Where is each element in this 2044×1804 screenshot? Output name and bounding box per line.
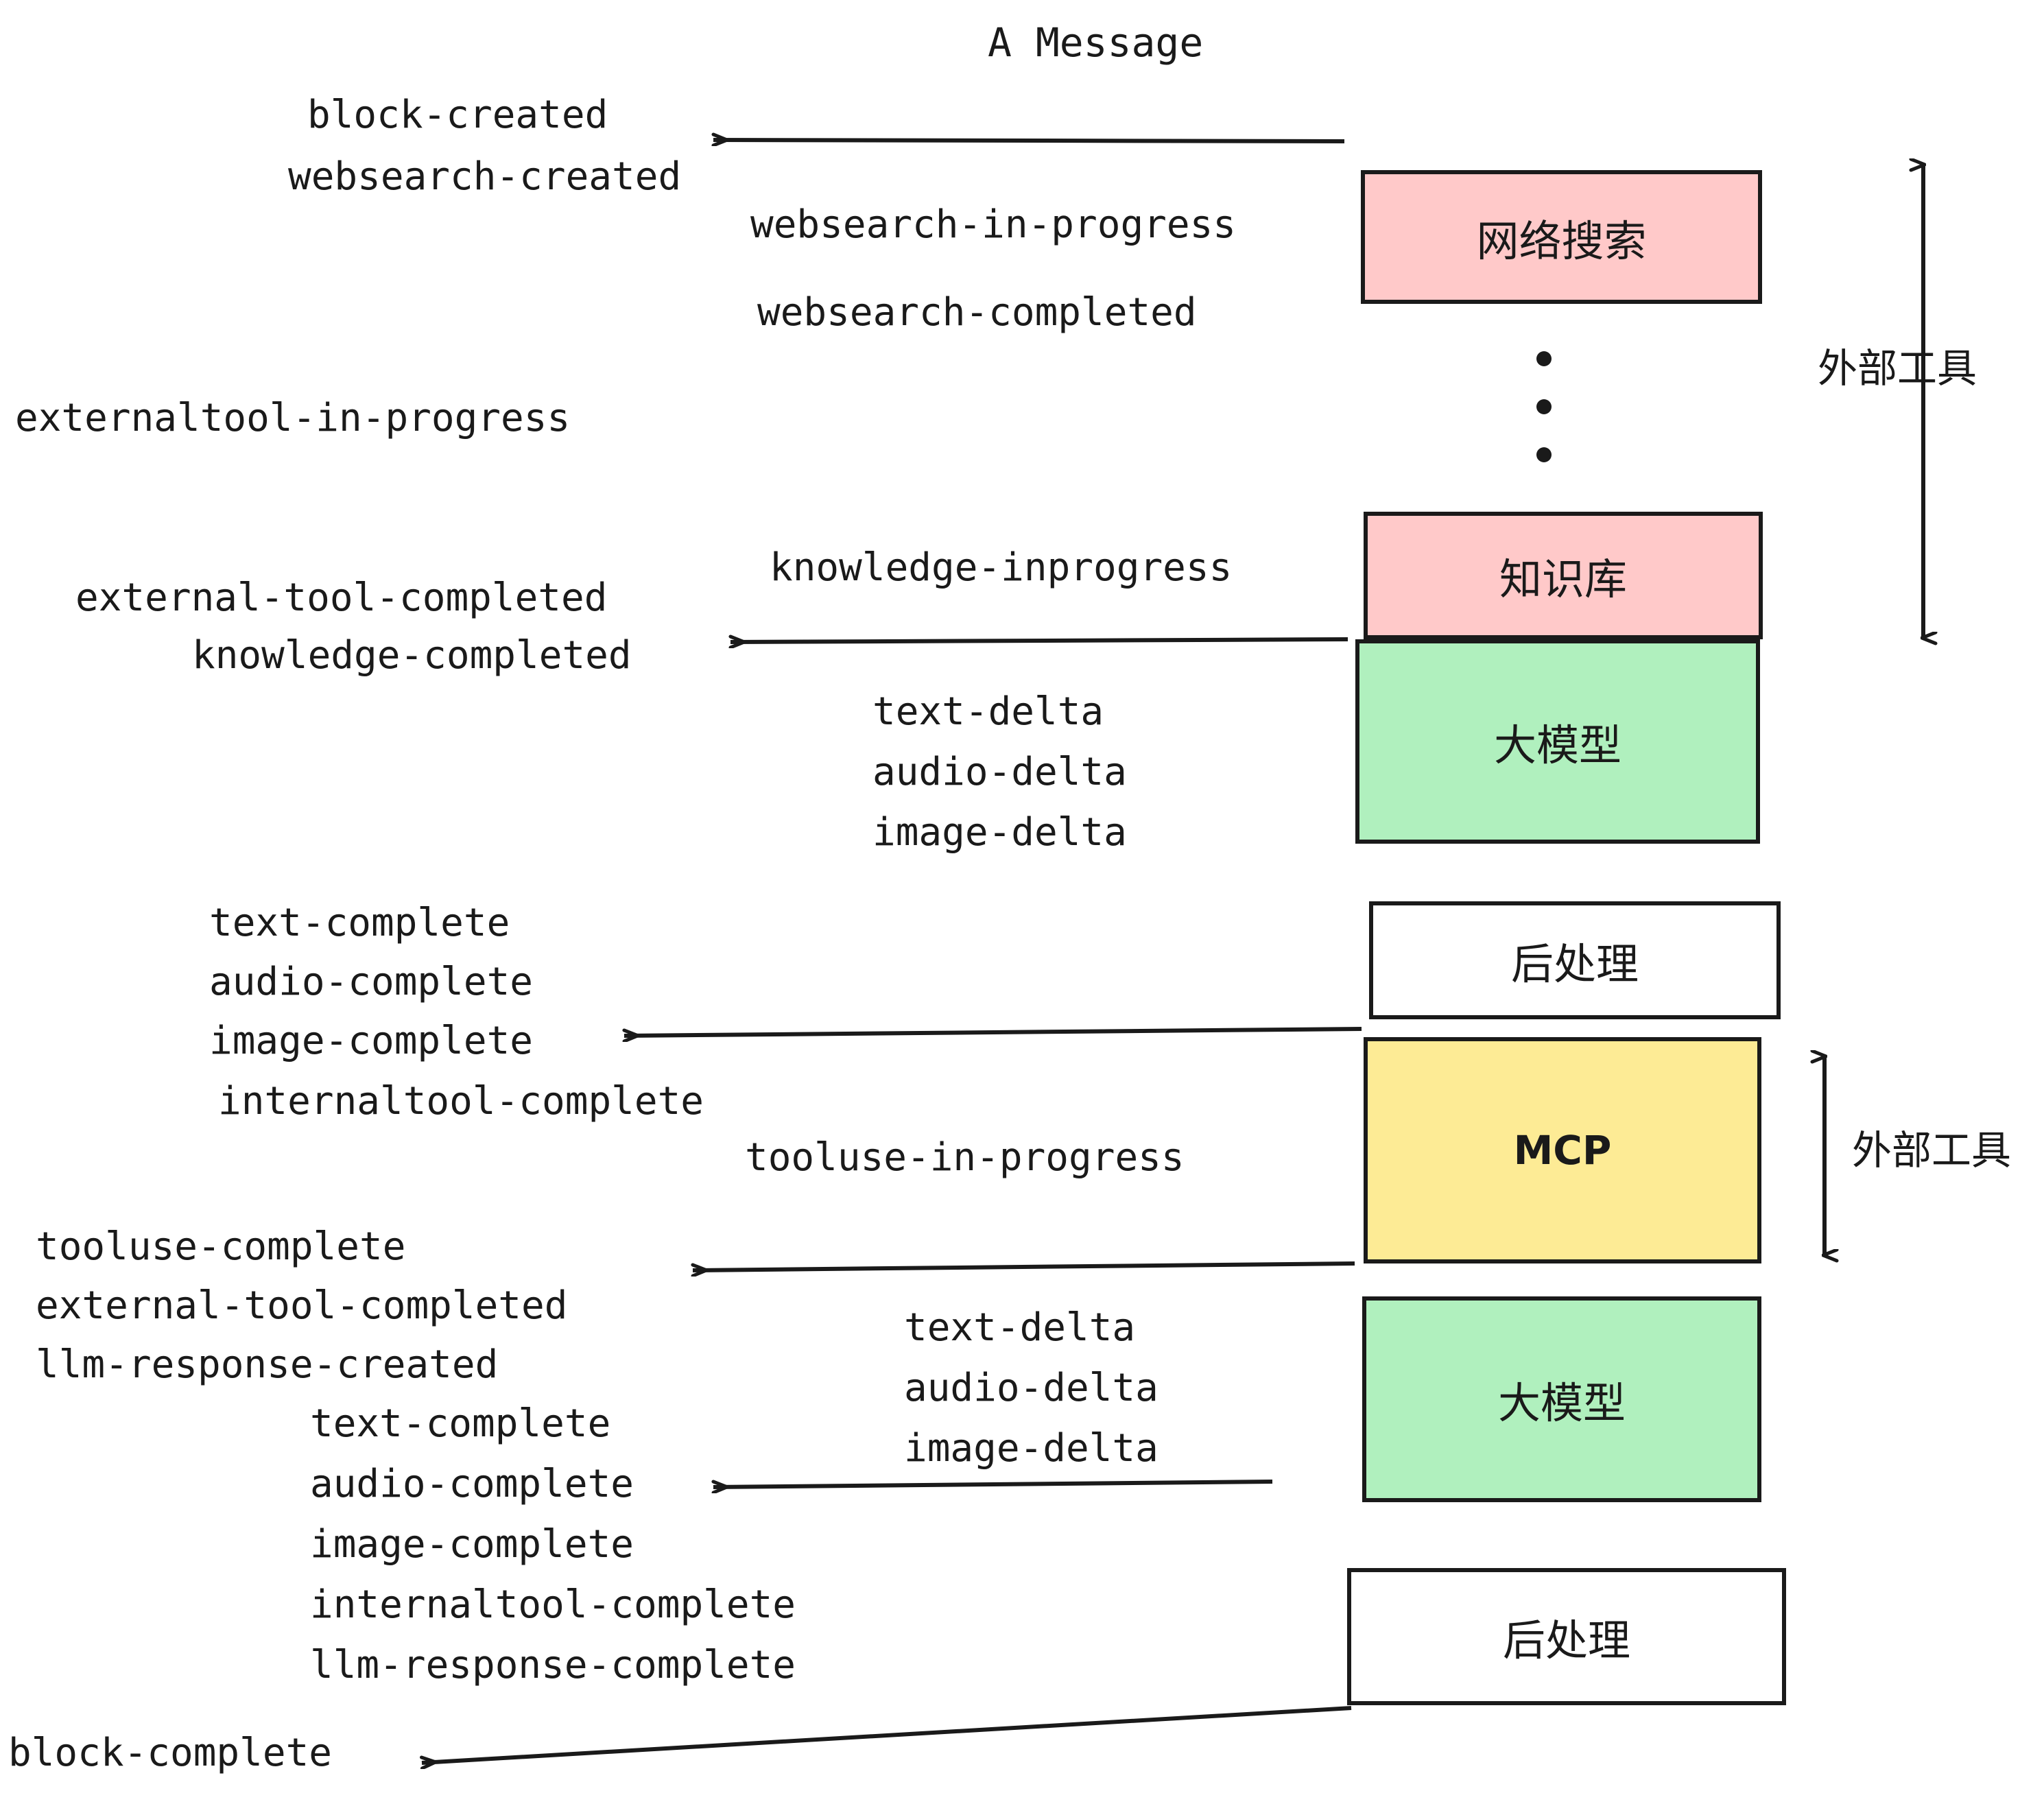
event-websearch-in-progress: websearch-in-progress (750, 202, 1237, 247)
ellipsis-dot-3 (1536, 447, 1552, 462)
event-tooluse-in-progress: tooluse-in-progress (745, 1135, 1185, 1180)
event-text-complete-1: text-complete (209, 901, 510, 945)
node-websearch[interactable]: 网络搜索 (1361, 170, 1762, 304)
event-audio-delta-1: audio-delta (872, 750, 1127, 794)
event-text-complete-2: text-complete (310, 1401, 611, 1446)
node-mcp-label: MCP (1513, 1127, 1612, 1174)
page-title: A Message (988, 19, 1204, 66)
node-postprocess-1[interactable]: 后处理 (1369, 901, 1781, 1019)
node-postprocess-2[interactable]: 后处理 (1347, 1568, 1786, 1705)
arrow-knowledge-to-knowledge-completed (730, 639, 1348, 642)
node-llm-2-label: 大模型 (1497, 1378, 1626, 1428)
event-knowledge-inprogress: knowledge-inprogress (770, 545, 1233, 590)
event-audio-delta-2: audio-delta (904, 1366, 1158, 1410)
event-audio-complete-1: audio-complete (209, 960, 534, 1004)
event-block-complete: block-complete (8, 1731, 333, 1775)
node-knowledge-label: 知识库 (1499, 554, 1627, 604)
event-audio-complete-2: audio-complete (310, 1462, 634, 1506)
node-websearch-label: 网络搜索 (1476, 215, 1647, 266)
event-tooluse-complete: tooluse-complete (36, 1224, 406, 1269)
side-label-external-tools-top: 外部工具 (1818, 345, 1977, 392)
event-knowledge-completed: knowledge-completed (192, 633, 632, 678)
side-label-external-tools-bottom: 外部工具 (1852, 1127, 2012, 1174)
event-websearch-completed: websearch-completed (757, 290, 1197, 335)
ellipsis-dot-2 (1536, 399, 1552, 414)
event-external-tool-completed-1: external-tool-completed (75, 575, 608, 620)
node-llm-2[interactable]: 大模型 (1362, 1296, 1761, 1502)
arrow-websearch-to-block-created (713, 140, 1345, 141)
node-llm-1-label: 大模型 (1493, 720, 1621, 770)
event-internaltool-complete-1: internaltool-complete (218, 1079, 704, 1124)
event-image-complete-2: image-complete (310, 1522, 634, 1567)
arrow-postprocess1-to-image-complete (624, 1027, 1362, 1036)
event-image-delta-2: image-delta (904, 1426, 1158, 1471)
node-postprocess-2-label: 后处理 (1502, 1615, 1630, 1665)
event-externaltool-in-progress: externaltool-in-progress (15, 396, 571, 440)
event-image-delta-1: image-delta (872, 810, 1127, 855)
arrow-llm2-to-audio-complete (713, 1480, 1273, 1487)
node-knowledge[interactable]: 知识库 (1364, 512, 1763, 639)
node-postprocess-1-label: 后处理 (1510, 939, 1639, 989)
node-mcp[interactable]: MCP (1364, 1037, 1761, 1263)
arrow-mcp-to-tooluse-complete (693, 1261, 1355, 1270)
event-llm-response-created: llm-response-created (36, 1342, 499, 1387)
event-internaltool-complete-2: internaltool-complete (310, 1582, 796, 1627)
node-llm-1[interactable]: 大模型 (1355, 639, 1760, 844)
event-websearch-created: websearch-created (288, 154, 682, 199)
ellipsis-dot-1 (1536, 351, 1552, 366)
event-external-tool-completed-2: external-tool-completed (36, 1283, 568, 1328)
event-text-delta-2: text-delta (904, 1305, 1136, 1350)
arrow-postprocess2-to-block-complete (422, 1706, 1352, 1763)
event-block-created: block-created (307, 93, 608, 137)
event-image-complete-1: image-complete (209, 1019, 534, 1063)
event-llm-response-complete: llm-response-complete (310, 1643, 796, 1687)
event-text-delta-1: text-delta (872, 689, 1104, 734)
